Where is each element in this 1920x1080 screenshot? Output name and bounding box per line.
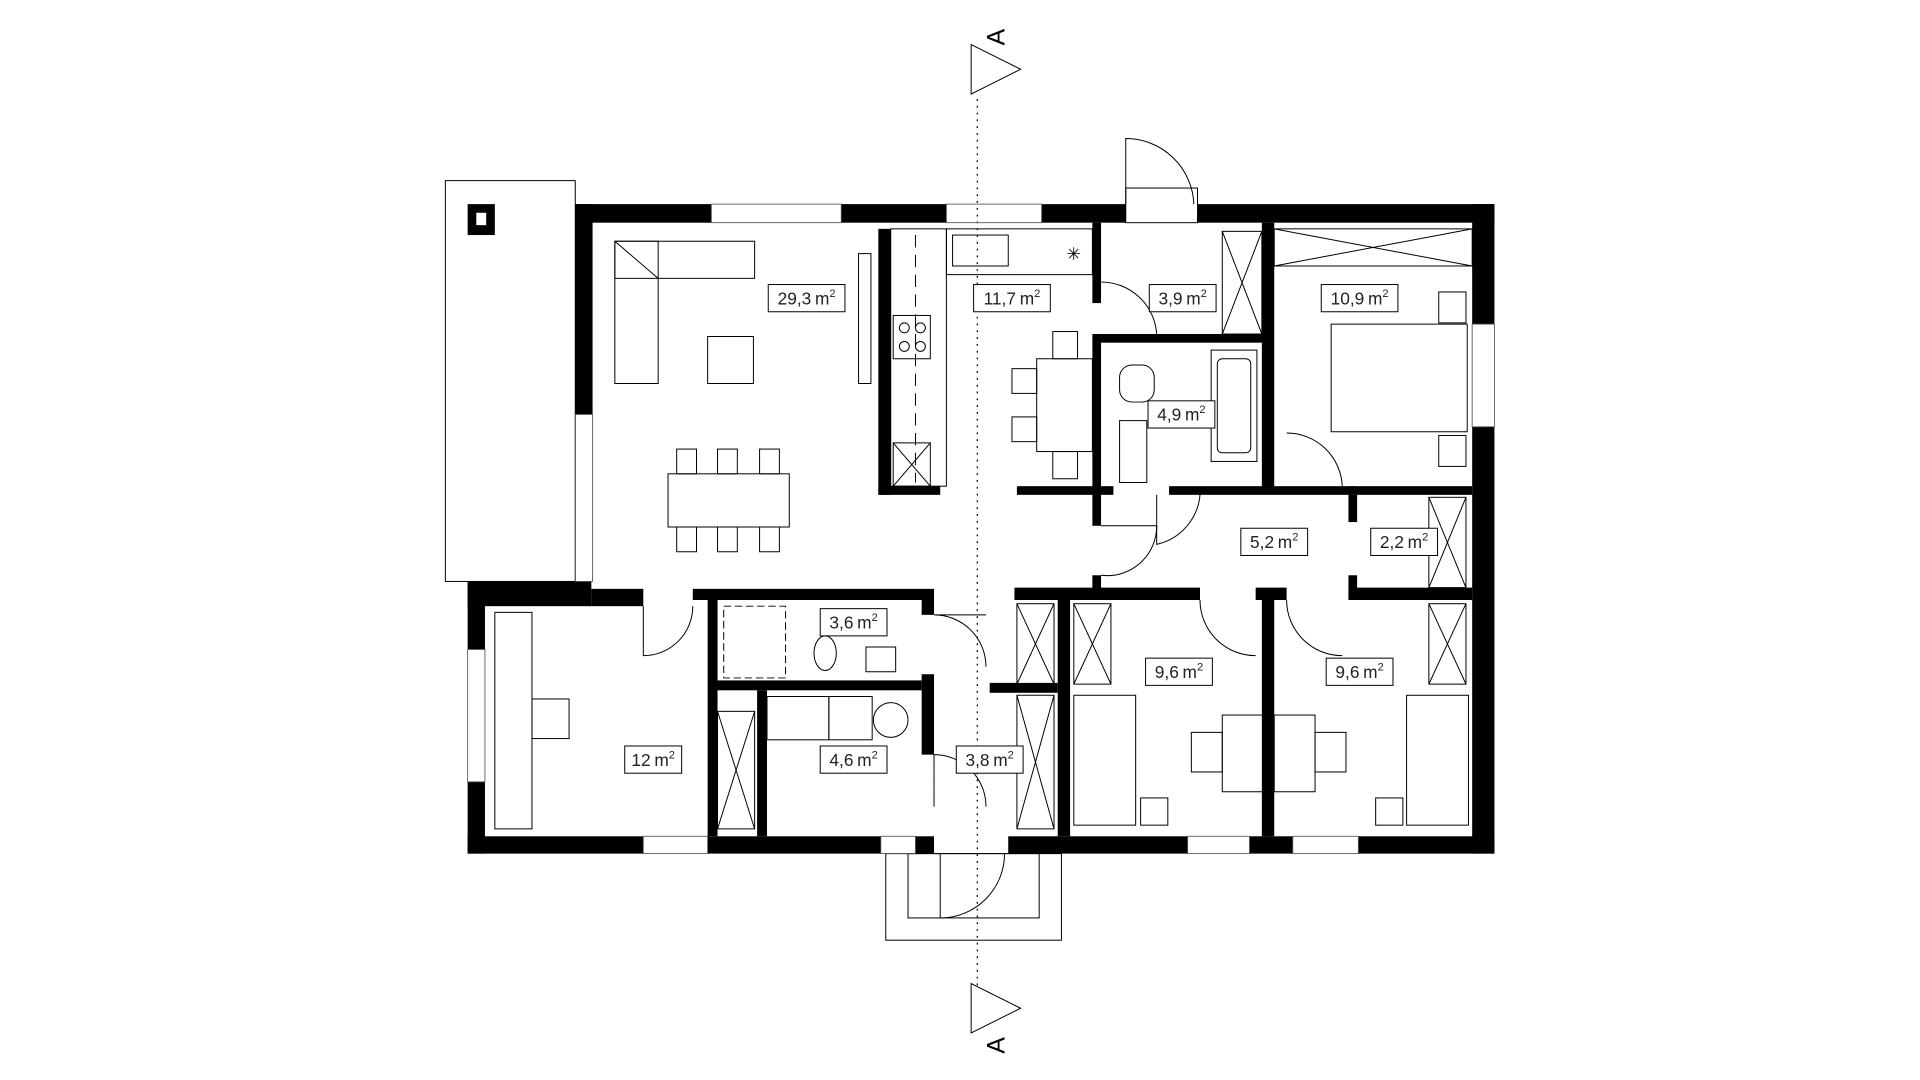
porch bbox=[885, 853, 1062, 941]
room-area-unit: m bbox=[1368, 288, 1382, 308]
room-area-unit: m bbox=[654, 750, 668, 770]
room-area-exponent: 2 bbox=[1378, 662, 1384, 674]
room-area-value: 4,6 bbox=[829, 750, 853, 770]
room-area-unit: m bbox=[1183, 662, 1197, 682]
room-area-exponent: 2 bbox=[1034, 288, 1040, 300]
room-area-value: 9,6 bbox=[1335, 662, 1359, 682]
room-area-exponent: 2 bbox=[1292, 532, 1298, 544]
room-area-value: 9,6 bbox=[1155, 662, 1179, 682]
section-label-bottom: A bbox=[984, 1037, 1011, 1054]
room-area-exponent: 2 bbox=[669, 749, 675, 761]
room-area-exponent: 2 bbox=[872, 749, 878, 761]
interior-walls bbox=[591, 222, 1473, 837]
room-area-exponent: 2 bbox=[1199, 404, 1205, 416]
room-area-unit: m bbox=[857, 612, 871, 632]
section-marker-top: A bbox=[970, 28, 1022, 95]
section-marker-bottom: A bbox=[970, 982, 1022, 1054]
room-area-exponent: 2 bbox=[1382, 288, 1388, 300]
furniture: ✳ bbox=[494, 228, 1473, 830]
room-area-value: 2,2 bbox=[1380, 532, 1404, 552]
room-area-unit: m bbox=[993, 750, 1007, 770]
terrace bbox=[444, 180, 576, 582]
room-area-value: 10,9 bbox=[1331, 288, 1365, 308]
room-area-exponent: 2 bbox=[1201, 288, 1207, 300]
windows bbox=[467, 203, 1495, 855]
room-area-unit: m bbox=[815, 288, 829, 308]
room-area-unit: m bbox=[857, 750, 871, 770]
room-area-value: 4,9 bbox=[1157, 405, 1181, 425]
side-entrance bbox=[1125, 138, 1199, 224]
room-area-value: 3,9 bbox=[1158, 288, 1182, 308]
room-area-exponent: 2 bbox=[1422, 532, 1428, 544]
room-area-unit: m bbox=[1186, 288, 1200, 308]
room-area-value: 12 bbox=[631, 750, 650, 770]
room-area-unit: m bbox=[1363, 662, 1377, 682]
room-area-value: 5,2 bbox=[1250, 532, 1274, 552]
room-area-unit: m bbox=[1408, 532, 1422, 552]
room-area-value: 29,3 bbox=[778, 288, 812, 308]
exterior-walls bbox=[467, 204, 1495, 854]
room-area-exponent: 2 bbox=[872, 612, 878, 624]
room-area-unit: m bbox=[1020, 288, 1034, 308]
svg-text:✳: ✳ bbox=[1066, 244, 1081, 264]
room-area-value: 3,8 bbox=[966, 750, 990, 770]
room-area-value: 3,6 bbox=[829, 612, 853, 632]
room-area-value: 11,7 bbox=[984, 288, 1016, 308]
section-label-top: A bbox=[984, 28, 1011, 45]
room-area-unit: m bbox=[1185, 405, 1199, 425]
room-area-exponent: 2 bbox=[1008, 749, 1014, 761]
room-area-exponent: 2 bbox=[829, 288, 835, 300]
room-area-exponent: 2 bbox=[1197, 662, 1203, 674]
doors bbox=[642, 281, 1343, 807]
room-area-unit: m bbox=[1278, 532, 1292, 552]
